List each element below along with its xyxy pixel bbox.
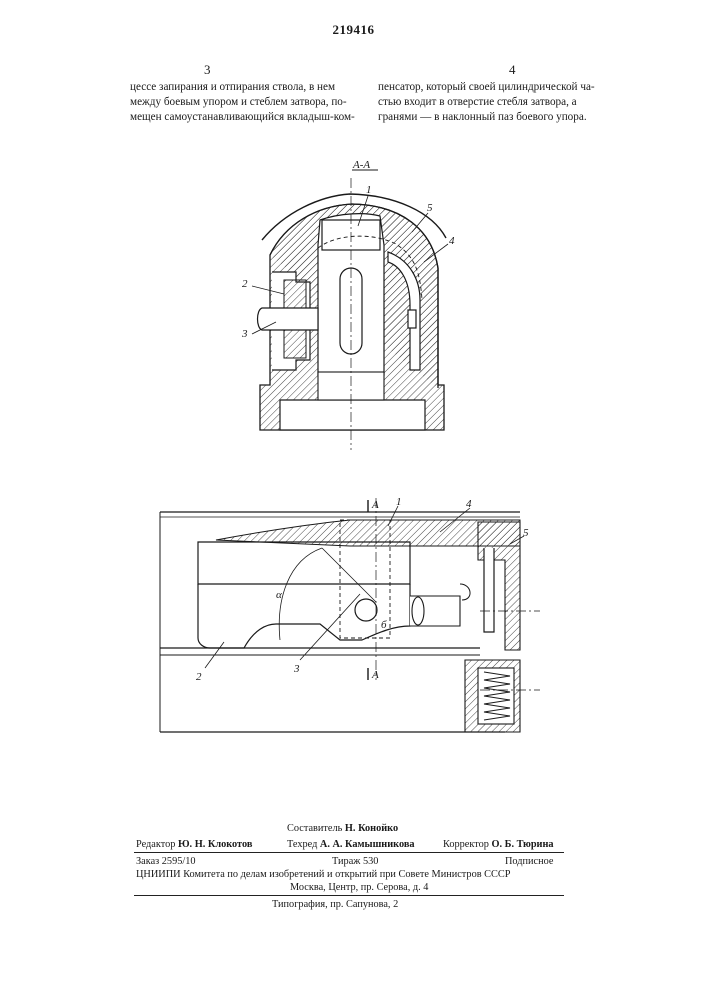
angle-label: α bbox=[276, 589, 282, 601]
part-label: 5 bbox=[427, 202, 433, 214]
section-marker-label: А bbox=[371, 499, 379, 511]
part-label: 4 bbox=[449, 235, 455, 247]
imprint-name: Ю. Н. Клокотов bbox=[178, 839, 252, 850]
imprint-address: Москва, Центр, пр. Серова, д. 4 bbox=[290, 881, 428, 894]
imprint-printer: Типография, пр. Сапунова, 2 bbox=[272, 898, 398, 911]
imprint-editor: Редактор Ю. Н. Клокотов bbox=[136, 838, 252, 851]
imprint-name: Н. Конойко bbox=[345, 823, 398, 834]
imprint-order: Заказ 2595/10 bbox=[136, 855, 196, 868]
imprint-name: А. А. Камышникова bbox=[320, 839, 415, 850]
imprint-label: Составитель bbox=[287, 823, 342, 834]
imprint-divider bbox=[134, 852, 564, 853]
imprint-subscription: Подписное bbox=[505, 855, 553, 868]
imprint-label: Редактор bbox=[136, 839, 175, 850]
imprint-label: Корректор bbox=[443, 839, 489, 850]
part-label: 3 bbox=[293, 663, 300, 675]
imprint-divider bbox=[134, 895, 564, 896]
part-label: 2 bbox=[242, 278, 248, 290]
imprint-circulation: Тираж 530 bbox=[332, 855, 378, 868]
imprint-name: О. Б. Тюрина bbox=[491, 839, 553, 850]
part-label: 5 bbox=[523, 527, 529, 539]
part-label: 1 bbox=[366, 184, 372, 196]
longitudinal-view bbox=[160, 498, 540, 732]
section-view-a-a bbox=[252, 170, 448, 450]
part-label: 4 bbox=[466, 498, 472, 510]
imprint-compiler: Составитель Н. Конойко bbox=[287, 822, 398, 835]
imprint-label: Техред bbox=[287, 839, 317, 850]
part-label: 1 bbox=[396, 496, 402, 508]
imprint-organization: ЦНИИПИ Комитета по делам изобретений и о… bbox=[136, 868, 566, 881]
dimension-label: б bbox=[381, 619, 387, 631]
part-label: 2 bbox=[196, 671, 202, 683]
imprint-techred: Техред А. А. Камышникова bbox=[287, 838, 415, 851]
section-marker-label: А bbox=[371, 669, 379, 681]
imprint-corrector: Корректор О. Б. Тюрина bbox=[443, 838, 554, 851]
section-label: А-А bbox=[352, 159, 370, 171]
part-label: 3 bbox=[241, 328, 248, 340]
